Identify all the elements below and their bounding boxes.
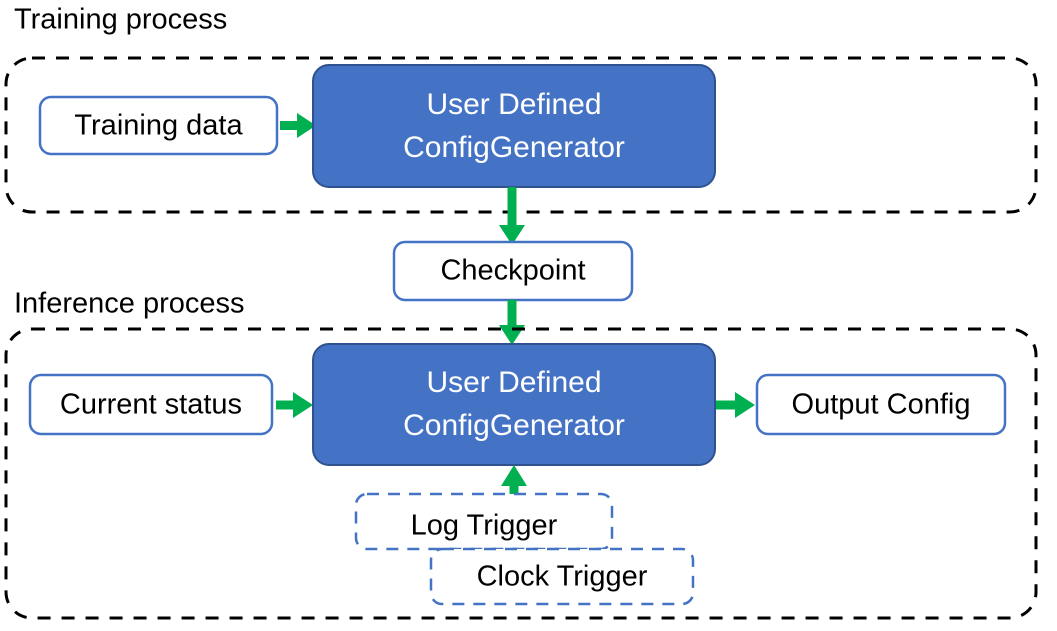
training-process-container <box>4 56 1038 214</box>
output-config-label: Output Config <box>792 389 971 421</box>
training-config-generator-box[interactable] <box>312 64 716 188</box>
arrow-training-data-to-generator <box>280 113 316 138</box>
log-trigger-label: Log Trigger <box>411 510 558 542</box>
training-data-label: Training data <box>74 110 243 142</box>
arrow-current-status-to-generator <box>276 392 313 418</box>
training-process-label: Training process <box>14 4 227 36</box>
arrow-generator-to-output-config <box>716 392 755 418</box>
checkpoint-label: Checkpoint <box>440 255 585 287</box>
inference-process-container <box>4 327 1038 620</box>
arrow-generator-to-checkpoint <box>499 187 525 245</box>
current-status-box[interactable] <box>28 373 274 436</box>
inference-config-generator-line2: ConfigGenerator <box>403 409 625 442</box>
output-config-box[interactable] <box>755 373 1007 436</box>
clock-trigger-label: Clock Trigger <box>477 561 648 593</box>
arrow-checkpoint-to-inference-generator <box>499 300 525 345</box>
arrow-triggers-to-generator <box>501 465 527 497</box>
inference-config-generator-line1: User Defined <box>426 366 601 399</box>
training-data-box[interactable] <box>38 95 279 156</box>
clock-trigger-box[interactable] <box>429 547 695 606</box>
training-config-generator-line1: User Defined <box>426 88 601 121</box>
current-status-label: Current status <box>60 389 242 421</box>
training-config-generator-line2: ConfigGenerator <box>403 131 625 164</box>
log-trigger-box[interactable] <box>354 492 614 551</box>
inference-process-label: Inference process <box>14 288 245 320</box>
inference-config-generator-box[interactable] <box>312 343 716 466</box>
